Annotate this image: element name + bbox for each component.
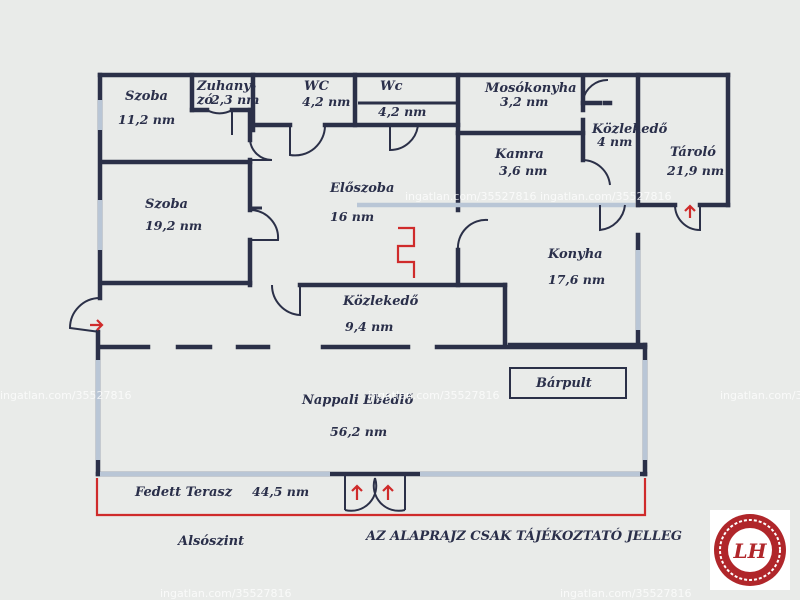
room-name-konyha: Konyha (547, 247, 603, 262)
barpult-box (509, 367, 627, 399)
room-name-wc-1: WC (304, 79, 330, 94)
watermark-text: ingatlan.com/35527816 (0, 389, 132, 402)
room-area-szoba-2: 19,2 nm (145, 218, 202, 233)
room-name-terasz: Fedett Terasz (134, 485, 233, 500)
watermarks: ingatlan.com/35527816 ingatlan.com/35527… (0, 190, 800, 600)
entry-arrows (90, 204, 696, 500)
windows (95, 100, 648, 477)
room-area-eloszoba: 16 nm (330, 209, 374, 224)
room-name-wc-2: Wc (380, 79, 403, 94)
room-labels: Szoba 11,2 nm Zuhany- zó 2,3 nm WC 4,2 n… (118, 79, 724, 500)
room-name-barpult: Bárpult (535, 376, 592, 391)
room-area-wc-2: 4,2 nm (378, 104, 426, 119)
room-area-kamra: 3,6 nm (499, 163, 547, 178)
room-area-wc-1: 4,2 nm (302, 94, 350, 109)
terrace-outline (95, 478, 647, 517)
logo-monogram: LH (733, 539, 768, 563)
room-name-kozlekedo-main: Közlekedő (342, 294, 419, 309)
watermark-text: ingatlan.com/35527816 (368, 389, 500, 402)
room-name-kamra: Kamra (494, 147, 544, 162)
room-area-nappali: 56,2 nm (330, 424, 387, 439)
logo: LH (710, 510, 790, 590)
room-name-szoba-1: Szoba (125, 89, 168, 104)
room-area-konyha: 17,6 nm (548, 272, 605, 287)
room-area-szoba-1: 11,2 nm (118, 112, 175, 127)
room-name-nappali: Nappali Ebédlő (301, 393, 414, 408)
room-area-tarolo: 21,9 nm (666, 163, 724, 178)
walls (95, 72, 731, 477)
level-label: Alsószint (176, 534, 244, 549)
room-name-szoba-2: Szoba (145, 197, 188, 212)
watermark-text: ingatlan.com/35527816 (540, 190, 672, 203)
doors (68, 78, 701, 512)
room-name-eloszoba: Előszoba (329, 181, 394, 196)
room-name-tarolo: Tároló (670, 145, 716, 160)
room-area-kozlekedo-main: 9,4 nm (345, 319, 393, 334)
room-name-mosokonyha: Mosókonyha (484, 81, 577, 96)
stair-symbol (396, 226, 416, 278)
room-area-terasz: 44,5 nm (252, 484, 309, 499)
watermark-text: ingatlan.com/35527816 (160, 587, 292, 600)
room-name-zuhanyzo-line2: zó (196, 93, 213, 108)
room-name-zuhanyzo-line1: Zuhany- (196, 79, 256, 94)
room-area-kozlekedo-small: 4 nm (597, 134, 632, 149)
room-name-kozlekedo-small: Közlekedő (591, 122, 668, 137)
watermark-text: ingatlan.com/35527816 (405, 190, 537, 203)
room-area-mosokonyha: 3,2 nm (500, 94, 548, 109)
room-area-zuhanyzo: 2,3 nm (210, 92, 259, 107)
watermark-text: ingatlan.com/35527816 (720, 389, 800, 402)
watermark-text: ingatlan.com/35527816 (560, 587, 692, 600)
disclaimer-text: AZ ALAPRAJZ CSAK TÁJÉKOZTATÓ JELLEG (364, 527, 682, 544)
